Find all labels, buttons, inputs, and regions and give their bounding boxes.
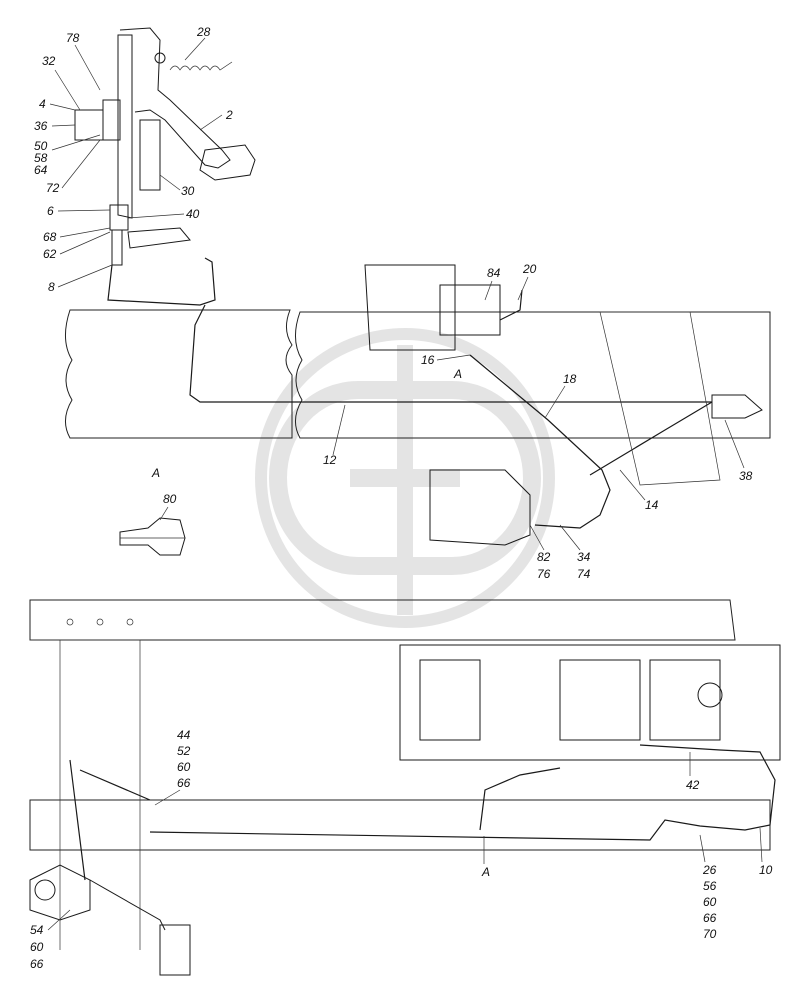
callout-label: 36 (34, 119, 48, 133)
lower-frame-rail (29, 599, 771, 950)
callout-label: 60 (703, 895, 717, 909)
callout-label: 76 (537, 567, 551, 581)
callout-label: A (453, 367, 462, 381)
gearbox-lower (149, 644, 781, 841)
upper-frame-rail (65, 309, 771, 439)
callout-label: 68 (43, 230, 57, 244)
callout-label: A (481, 865, 490, 879)
callout-label: 66 (177, 776, 191, 790)
callout-label: 8 (48, 280, 55, 294)
callout-label: 6 (47, 204, 54, 218)
callout-label: 82 (537, 550, 551, 564)
callout-label: 58 (34, 151, 48, 165)
callout-label: 50 (34, 139, 48, 153)
callout-label: 40 (186, 207, 200, 221)
callout-label: 16 (421, 353, 435, 367)
callout-label: 64 (34, 163, 48, 177)
callout-label: 60 (30, 940, 44, 954)
detail-view-a (119, 517, 186, 556)
callout-label: 60 (177, 760, 191, 774)
callout-label: 4 (39, 97, 46, 111)
callout-label: 10 (759, 863, 773, 877)
callout-label: 12 (323, 453, 337, 467)
callout-label: 66 (703, 911, 717, 925)
callout-label: 20 (522, 262, 537, 276)
callout-label: 30 (181, 184, 195, 198)
callout-label: 52 (177, 744, 191, 758)
callout-label: 62 (43, 247, 57, 261)
callout-label: 78 (66, 31, 80, 45)
callout-label: 32 (42, 54, 56, 68)
callout-label: 84 (487, 266, 501, 280)
callout-label: 66 (30, 957, 44, 971)
callout-label: 72 (46, 181, 60, 195)
detail-heading: A (151, 466, 160, 480)
callout-label: 44 (177, 728, 191, 742)
callout-label: 54 (30, 923, 44, 937)
callout-label: 70 (703, 927, 717, 941)
callout-label: 42 (686, 778, 700, 792)
lower-pedal-assembly (29, 759, 191, 976)
callout-label: 38 (739, 469, 753, 483)
callout-label: 74 (577, 567, 591, 581)
callout-label: 28 (196, 25, 211, 39)
callout-label: 80 (163, 492, 177, 506)
callout-label: 18 (563, 372, 577, 386)
callout-label: 14 (645, 498, 659, 512)
callout-label: 34 (577, 550, 591, 564)
upper-pipe-routing (107, 257, 763, 546)
watermark-logo (255, 328, 555, 628)
callout-label: 26 (702, 863, 717, 877)
callout-label: 2 (225, 108, 233, 122)
callout-labels: 28 78 32 2 4 36 50 58 64 72 30 6 40 68 6… (30, 25, 773, 971)
callout-label: 56 (703, 879, 717, 893)
